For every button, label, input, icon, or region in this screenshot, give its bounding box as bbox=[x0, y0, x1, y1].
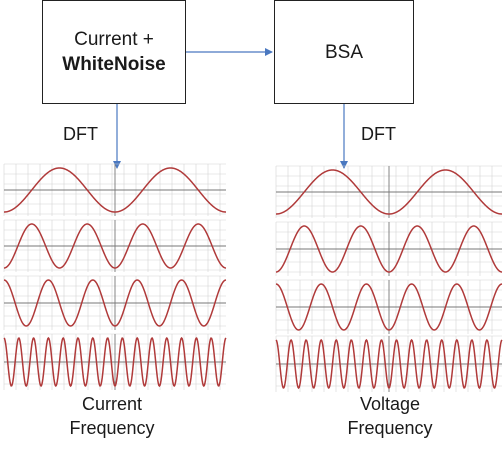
caption-left-line1: Current bbox=[81, 394, 143, 414]
sine-wave bbox=[275, 283, 503, 331]
sine-wave bbox=[275, 225, 503, 273]
sine-wave bbox=[3, 279, 227, 327]
sine-wave bbox=[3, 336, 227, 388]
whitenoise-label: WhiteNoise bbox=[62, 54, 166, 75]
bsa-label: BSA bbox=[324, 41, 364, 63]
current-wave-panel-2 bbox=[3, 219, 227, 272]
sine-wave bbox=[3, 223, 227, 269]
voltage-wave-panel-3 bbox=[275, 279, 503, 334]
bsa-box: BSA bbox=[274, 0, 414, 104]
sine-wave bbox=[3, 167, 227, 213]
voltage-wave-panel-2 bbox=[275, 221, 503, 276]
voltage-waves-group bbox=[275, 165, 503, 392]
caption-right-line1: Voltage bbox=[359, 394, 421, 414]
voltage-wave-panel-4 bbox=[275, 335, 503, 392]
current-waves-group bbox=[3, 163, 227, 390]
current-wave-panel-4 bbox=[3, 333, 227, 390]
caption-left-line2: Frequency bbox=[69, 418, 155, 438]
current-label: Current + bbox=[74, 29, 154, 50]
current-whitenoise-box: Current + WhiteNoise bbox=[42, 0, 186, 104]
current-frequency-caption: Current Frequency bbox=[42, 392, 182, 440]
dft-right-label: DFT bbox=[361, 124, 396, 144]
sine-wave bbox=[275, 338, 503, 390]
dft-left-label: DFT bbox=[63, 124, 98, 144]
sine-wave bbox=[275, 169, 503, 215]
current-wave-panel-1 bbox=[3, 163, 227, 216]
voltage-wave-panel-1 bbox=[275, 165, 503, 218]
voltage-frequency-caption: Voltage Frequency bbox=[320, 392, 460, 440]
caption-right-line2: Frequency bbox=[347, 418, 433, 438]
current-wave-panel-3 bbox=[3, 275, 227, 330]
